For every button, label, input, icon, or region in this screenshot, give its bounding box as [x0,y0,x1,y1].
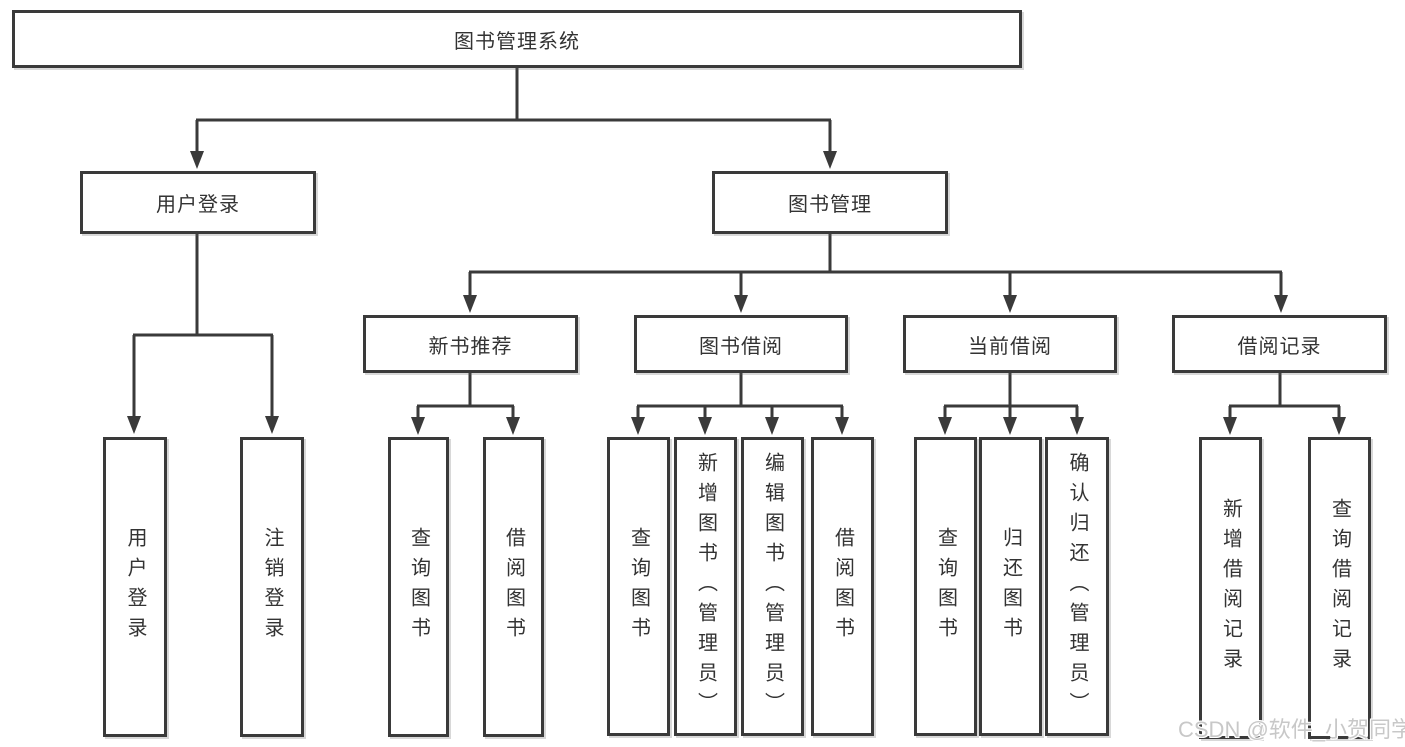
leaf-user-login: 用户登录 [103,437,167,737]
node-new-book-recommend-label: 新书推荐 [428,335,513,358]
node-book-borrow: 图书借阅 [634,315,848,373]
node-root-label: 图书管理系统 [454,30,580,53]
leaf-query-borrow-record: 查询借阅记录 [1308,437,1371,739]
node-borrow-record-label: 借阅记录 [1237,335,1322,358]
leaf-query-book-1: 查询图书 [388,437,449,737]
leaf-query-book-3: 查询图书 [914,437,977,736]
leaf-return-book: 归还图书 [979,437,1042,736]
node-borrow-record: 借阅记录 [1172,315,1387,373]
leaf-label: 新增借阅记录 [1219,498,1242,678]
leaf-label: 查询图书 [934,526,957,647]
node-user-login: 用户登录 [80,171,316,234]
node-book-borrow-label: 图书借阅 [699,335,783,358]
node-book-management: 图书管理 [712,171,948,234]
leaf-label: 查询图书 [627,526,650,647]
node-new-book-recommend: 新书推荐 [363,315,578,373]
leaf-label: 编辑图书（管理员） [761,451,784,722]
leaf-label: 确认归还（管理员） [1066,451,1088,722]
leaf-borrow-book-2: 借阅图书 [811,437,874,736]
node-current-borrow-label: 当前借阅 [968,335,1052,358]
leaf-edit-book-admin: 编辑图书（管理员） [741,437,804,736]
leaf-label: 借阅图书 [502,527,525,647]
node-user-login-label: 用户登录 [156,194,240,216]
leaf-label: 查询图书 [407,527,430,647]
node-current-borrow: 当前借阅 [903,315,1117,373]
csdn-watermark: CSDN @软件_小贺同学 [1178,717,1405,742]
leaf-label: 查询借阅记录 [1328,498,1351,678]
leaf-query-book-2: 查询图书 [607,437,670,736]
leaf-logout: 注销登录 [240,437,304,737]
leaf-label: 借阅图书 [831,526,854,647]
node-root-system: 图书管理系统 [12,10,1022,68]
node-book-management-label: 图书管理 [788,194,872,216]
leaf-label: 归还图书 [999,526,1022,647]
leaf-add-borrow-record: 新增借阅记录 [1199,437,1262,739]
leaf-label: 注销登录 [261,527,283,647]
leaf-add-book-admin: 新增图书（管理员） [674,437,737,736]
leaf-label: 用户登录 [124,527,146,647]
leaf-confirm-return-admin: 确认归还（管理员） [1045,437,1109,736]
leaf-borrow-book-1: 借阅图书 [483,437,544,737]
leaf-label: 新增图书（管理员） [694,451,717,722]
